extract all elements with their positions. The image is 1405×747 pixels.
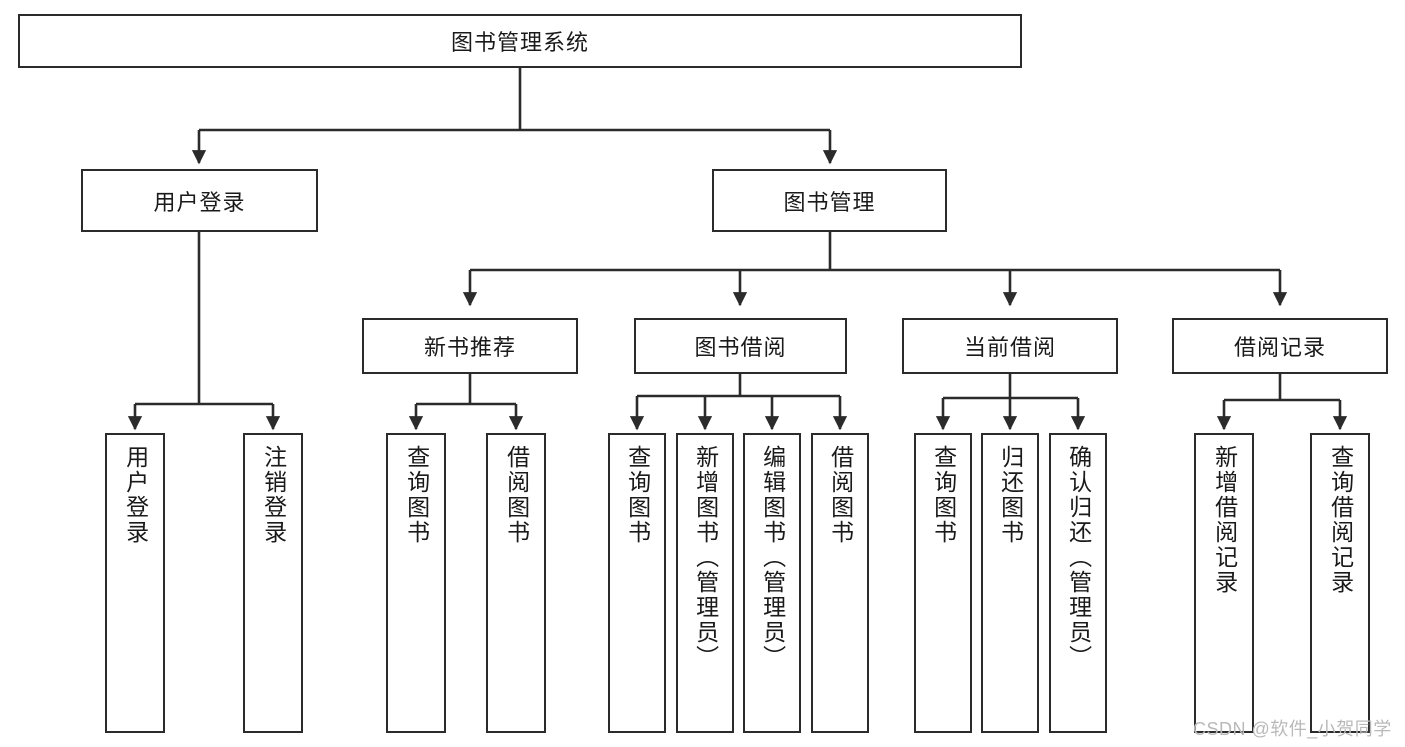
watermark: CSDN @软件_小贺同学 <box>1193 719 1392 739</box>
node-label: 借阅记录 <box>1233 335 1326 360</box>
leaf-add-borrow-record[interactable]: 新增借阅记录 <box>1194 433 1254 733</box>
leaf-query-book-borrow[interactable]: 查询图书 <box>608 433 666 733</box>
leaf-confirm-return-admin[interactable]: 确认归还（管理员） <box>1049 433 1107 733</box>
node-label: 图书借阅 <box>694 335 787 360</box>
leaf-return-book[interactable]: 归还图书 <box>981 433 1039 733</box>
node-label: 图书管理系统 <box>450 30 589 55</box>
node-label: 查询借阅记录 <box>1327 445 1354 595</box>
leaf-logout[interactable]: 注销登录 <box>243 433 303 733</box>
leaf-edit-book-admin[interactable]: 编辑图书（管理员） <box>743 433 801 733</box>
node-label: 用户登录 <box>122 445 149 545</box>
node-label: 借阅图书 <box>827 445 854 545</box>
node-label: 查询图书 <box>930 445 957 545</box>
node-borrow-record[interactable]: 借阅记录 <box>1172 318 1388 374</box>
node-label: 查询图书 <box>403 445 430 545</box>
node-label: 编辑图书（管理员） <box>759 445 786 670</box>
node-label: 图书管理 <box>783 189 876 215</box>
node-label: 新书推荐 <box>423 335 516 360</box>
node-book-borrow[interactable]: 图书借阅 <box>634 318 847 374</box>
node-label: 借阅图书 <box>503 445 530 545</box>
leaf-borrow-book[interactable]: 借阅图书 <box>811 433 869 733</box>
leaf-query-borrow-record[interactable]: 查询借阅记录 <box>1310 433 1370 733</box>
node-label: 注销登录 <box>260 445 287 545</box>
node-root-book-management-system[interactable]: 图书管理系统 <box>18 14 1022 68</box>
leaf-borrow-book-recommend[interactable]: 借阅图书 <box>486 433 546 733</box>
node-label: 新增图书（管理员） <box>692 445 719 670</box>
node-label: 用户登录 <box>153 189 246 215</box>
leaf-query-book-recommend[interactable]: 查询图书 <box>386 433 446 733</box>
node-label: 当前借阅 <box>963 335 1056 360</box>
node-label: 查询图书 <box>624 445 651 545</box>
leaf-user-login[interactable]: 用户登录 <box>105 433 165 733</box>
node-label: 归还图书 <box>997 445 1024 545</box>
node-label: 确认归还（管理员） <box>1065 445 1092 670</box>
leaf-query-book-current[interactable]: 查询图书 <box>914 433 972 733</box>
node-book-management[interactable]: 图书管理 <box>712 169 947 232</box>
node-label: 新增借阅记录 <box>1211 445 1238 595</box>
node-user-login[interactable]: 用户登录 <box>81 169 318 232</box>
leaf-add-book-admin[interactable]: 新增图书（管理员） <box>676 433 734 733</box>
node-current-borrow[interactable]: 当前借阅 <box>902 318 1118 374</box>
node-new-book-recommend[interactable]: 新书推荐 <box>362 318 578 374</box>
